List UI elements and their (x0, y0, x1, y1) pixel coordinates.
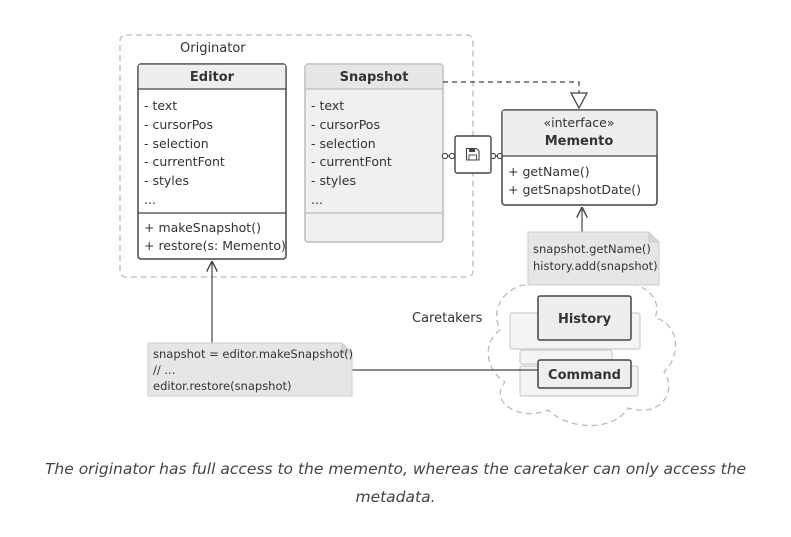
history-note: snapshot.getName() history.add(snapshot) (527, 231, 660, 286)
snapshot-title: Snapshot (340, 70, 409, 85)
originator-label: Originator (180, 41, 246, 56)
realization-arrow (443, 81, 580, 93)
editor-class[interactable]: Editor - text - cursorPos - selection - … (137, 63, 287, 260)
editor-field: ... (144, 192, 156, 207)
port-connector (441, 152, 449, 160)
editor-field: - currentFont (144, 154, 225, 169)
memento-method: + getSnapshotDate() (508, 182, 641, 197)
snapshot-field: - cursorPos (311, 117, 380, 132)
memento-method: + getName() (508, 164, 590, 179)
editor-method: + restore(s: Memento) (144, 238, 286, 253)
memento-title: Memento (545, 134, 614, 149)
caretakers-label: Caretakers (412, 311, 483, 326)
figure-caption: The originator has full access to the me… (44, 460, 747, 506)
floppy-disk-icon (465, 147, 480, 161)
history-note-line: snapshot.getName() (533, 242, 651, 256)
editor-title: Editor (190, 70, 235, 85)
memento-interface[interactable]: «interface» Memento + getName() + getSna… (501, 109, 658, 206)
editor-note-line: // ... (153, 363, 175, 377)
history-box[interactable]: History (537, 295, 632, 341)
realization-arrowhead (569, 92, 589, 110)
port-box (454, 135, 492, 174)
command-box[interactable]: Command (537, 359, 632, 389)
editor-note: snapshot = editor.makeSnapshot() // ... … (147, 342, 353, 397)
snapshot-class[interactable]: Snapshot - text - cursorPos - selection … (304, 63, 444, 243)
history-note-line: history.add(snapshot) (533, 259, 658, 273)
snapshot-field: ... (311, 192, 323, 207)
caretakers-cloud (487, 276, 677, 427)
snapshot-field: - styles (311, 173, 356, 188)
editor-field: - styles (144, 173, 189, 188)
editor-method: + makeSnapshot() (144, 220, 261, 235)
history-label: History (558, 312, 612, 327)
command-label: Command (548, 368, 621, 383)
memento-stereotype: «interface» (543, 115, 614, 130)
editor-note-line: snapshot = editor.makeSnapshot() (153, 347, 353, 361)
editor-field: - selection (144, 136, 209, 151)
snapshot-field: - text (311, 98, 344, 113)
port-connector (448, 152, 456, 160)
snapshot-field: - currentFont (311, 154, 392, 169)
editor-note-line: editor.restore(snapshot) (153, 379, 292, 393)
editor-field: - text (144, 98, 177, 113)
snapshot-field: - selection (311, 136, 376, 151)
editor-field: - cursorPos (144, 117, 213, 132)
